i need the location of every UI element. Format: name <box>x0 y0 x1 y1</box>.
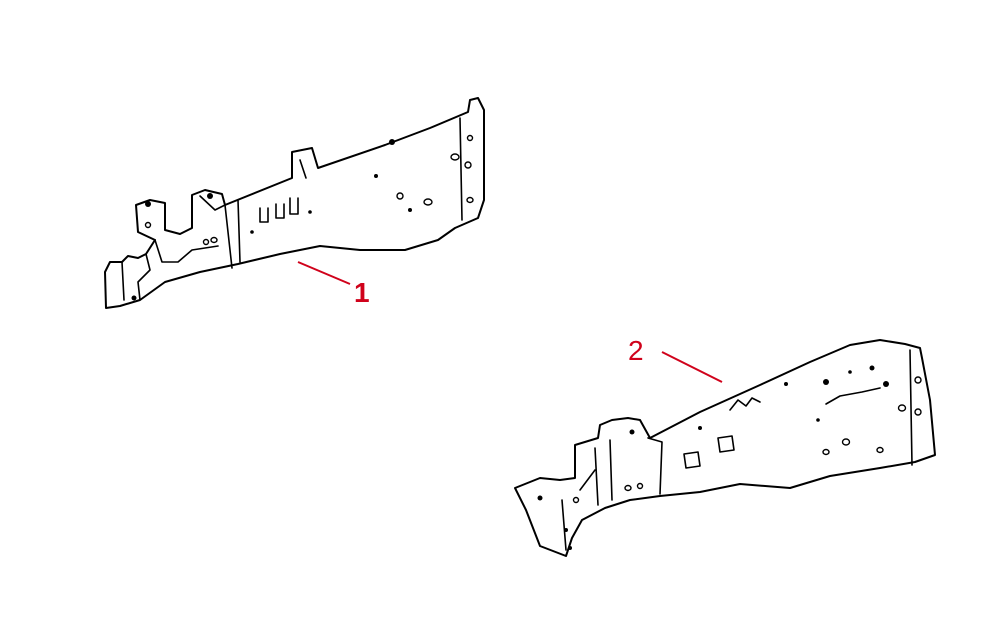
callout-2-leader <box>661 351 723 383</box>
callout-2-label: 2 <box>628 335 644 366</box>
callout-1-leader <box>297 261 351 285</box>
callout-1-label: 1 <box>354 277 370 308</box>
callout-1: 1 <box>297 261 370 308</box>
callout-2: 2 <box>628 335 723 383</box>
frame-rail-part-1 <box>104 97 485 309</box>
frame-rail-part-2 <box>514 339 936 557</box>
